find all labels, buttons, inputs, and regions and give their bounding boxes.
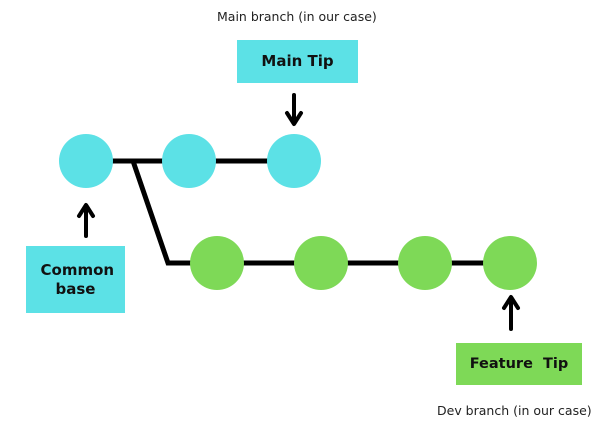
arrow-up-to-common-base <box>77 203 95 238</box>
commit-feature-3 <box>398 236 452 290</box>
main-branch-caption: Main branch (in our case) <box>217 9 377 24</box>
commit-feature-tip <box>483 236 537 290</box>
commit-common-base <box>59 134 113 188</box>
commit-feature-2 <box>294 236 348 290</box>
commit-main-1 <box>162 134 216 188</box>
feature-tip-label: Feature Tip <box>456 343 582 385</box>
feature-tip-label-text: Feature Tip <box>469 355 569 372</box>
main-tip-label: Main Tip <box>237 40 358 83</box>
arrow-down-to-main-tip <box>285 93 303 126</box>
branch-split-line <box>130 160 190 266</box>
common-base-label: Common base <box>26 246 125 313</box>
commit-feature-1 <box>190 236 244 290</box>
commit-main-tip <box>267 134 321 188</box>
arrow-up-to-feature-tip <box>502 295 520 331</box>
common-base-label-text: Common base <box>40 260 115 298</box>
dev-branch-caption: Dev branch (in our case) <box>437 403 592 418</box>
